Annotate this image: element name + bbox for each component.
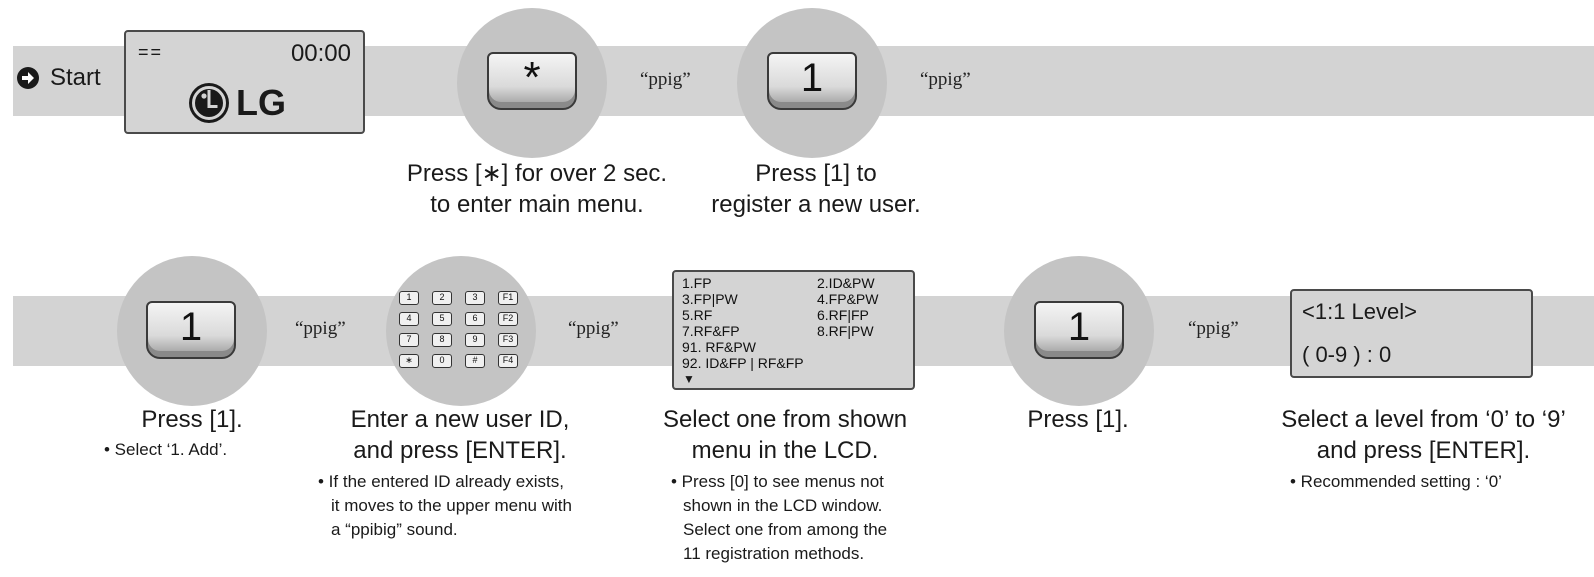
caption-press-1: Press [1]. (1027, 406, 1129, 433)
keypad-key[interactable]: 8 (432, 333, 452, 347)
keypad-key[interactable]: 2 (432, 291, 452, 305)
step-circle (386, 256, 536, 406)
caption-select-menu: Select one from shown menu in the LCD. (662, 406, 908, 464)
start-marker: Start (16, 64, 101, 92)
lcd-level-screen: <1:1 Level> ( 0-9 ) : 0 (1290, 289, 1533, 378)
keypad-key[interactable]: 9 (465, 333, 485, 347)
beep-sound-label: “ppig” (920, 69, 971, 90)
keypad-key[interactable]: F4 (498, 354, 518, 368)
key-1-button[interactable]: 1 (1034, 301, 1124, 359)
keypad-key[interactable]: 1 (399, 291, 419, 305)
signal-indicator: == (138, 42, 164, 62)
menu-item: 5.RF (682, 307, 713, 323)
note-recommended-setting: • Recommended setting : ‘0’ (1290, 472, 1502, 491)
lg-logo: LG (188, 82, 286, 124)
key-1-label: 1 (1067, 304, 1091, 349)
keypad-key[interactable]: F1 (498, 291, 518, 305)
caption-select-level: Select a level from ‘0’ to ‘9’ and press… (1281, 406, 1566, 464)
key-1-label: 1 (179, 304, 203, 349)
caption-register-new-user: Press [1] to register a new user. (711, 160, 921, 218)
key-1-button[interactable]: 1 (767, 52, 857, 110)
keypad-key[interactable]: 5 (432, 312, 452, 326)
lg-logo-icon (188, 82, 230, 124)
keypad-key[interactable]: 0 (432, 354, 452, 368)
keypad-key[interactable]: # (465, 354, 485, 368)
beep-sound-label: “ppig” (568, 318, 619, 339)
menu-item: 2.ID&PW (817, 275, 875, 291)
caption-press-1-add: Press [1]. (141, 406, 243, 433)
keypad-key[interactable]: 4 (399, 312, 419, 326)
caption-enter-main-menu: Press [∗] for over 2 sec. to enter main … (406, 160, 668, 218)
menu-item: 4.FP&PW (817, 291, 879, 307)
lcd-start-screen: == 00:00 LG (124, 30, 365, 134)
arrow-circle-right-icon (16, 66, 40, 90)
brand-name: LG (236, 82, 286, 123)
keypad-key[interactable]: 7 (399, 333, 419, 347)
keypad-key[interactable]: ∗ (399, 354, 419, 368)
start-label: Start (50, 64, 101, 91)
menu-item: 7.RF&FP (682, 323, 740, 339)
note-select-add: • Select ‘1. Add’. (104, 440, 228, 459)
note-more-menus: • Press [0] to see menus not shown in th… (671, 472, 888, 563)
key-1-label: 1 (800, 55, 824, 100)
keypad-key[interactable]: F3 (498, 333, 518, 347)
key-1-button[interactable]: 1 (146, 301, 236, 359)
menu-item: 3.FP|PW (682, 291, 738, 307)
menu-item: 6.RF|FP (817, 307, 869, 323)
keypad-key[interactable]: F2 (498, 312, 518, 326)
beep-sound-label: “ppig” (640, 69, 691, 90)
menu-item: 1.FP (682, 275, 712, 291)
menu-item: 8.RF|PW (817, 323, 874, 339)
menu-item: 92. ID&FP | RF&FP (682, 355, 804, 371)
star-key-button[interactable]: * (487, 52, 577, 110)
beep-sound-label: “ppig” (295, 318, 346, 339)
beep-sound-label: “ppig” (1188, 318, 1239, 339)
caption-enter-user-id: Enter a new user ID, and press [ENTER]. (350, 406, 570, 464)
level-title: <1:1 Level> (1302, 299, 1417, 324)
star-key-label: * (523, 53, 541, 102)
level-range-value: ( 0-9 ) : 0 (1302, 342, 1392, 367)
keypad-key[interactable]: 3 (465, 291, 485, 305)
menu-item: 91. RF&PW (682, 339, 756, 355)
more-down-icon: ▼ (683, 372, 695, 386)
keypad-key[interactable]: 6 (465, 312, 485, 326)
clock-time: 00:00 (290, 40, 351, 67)
note-id-exists: • If the entered ID already exists, it m… (318, 472, 572, 539)
